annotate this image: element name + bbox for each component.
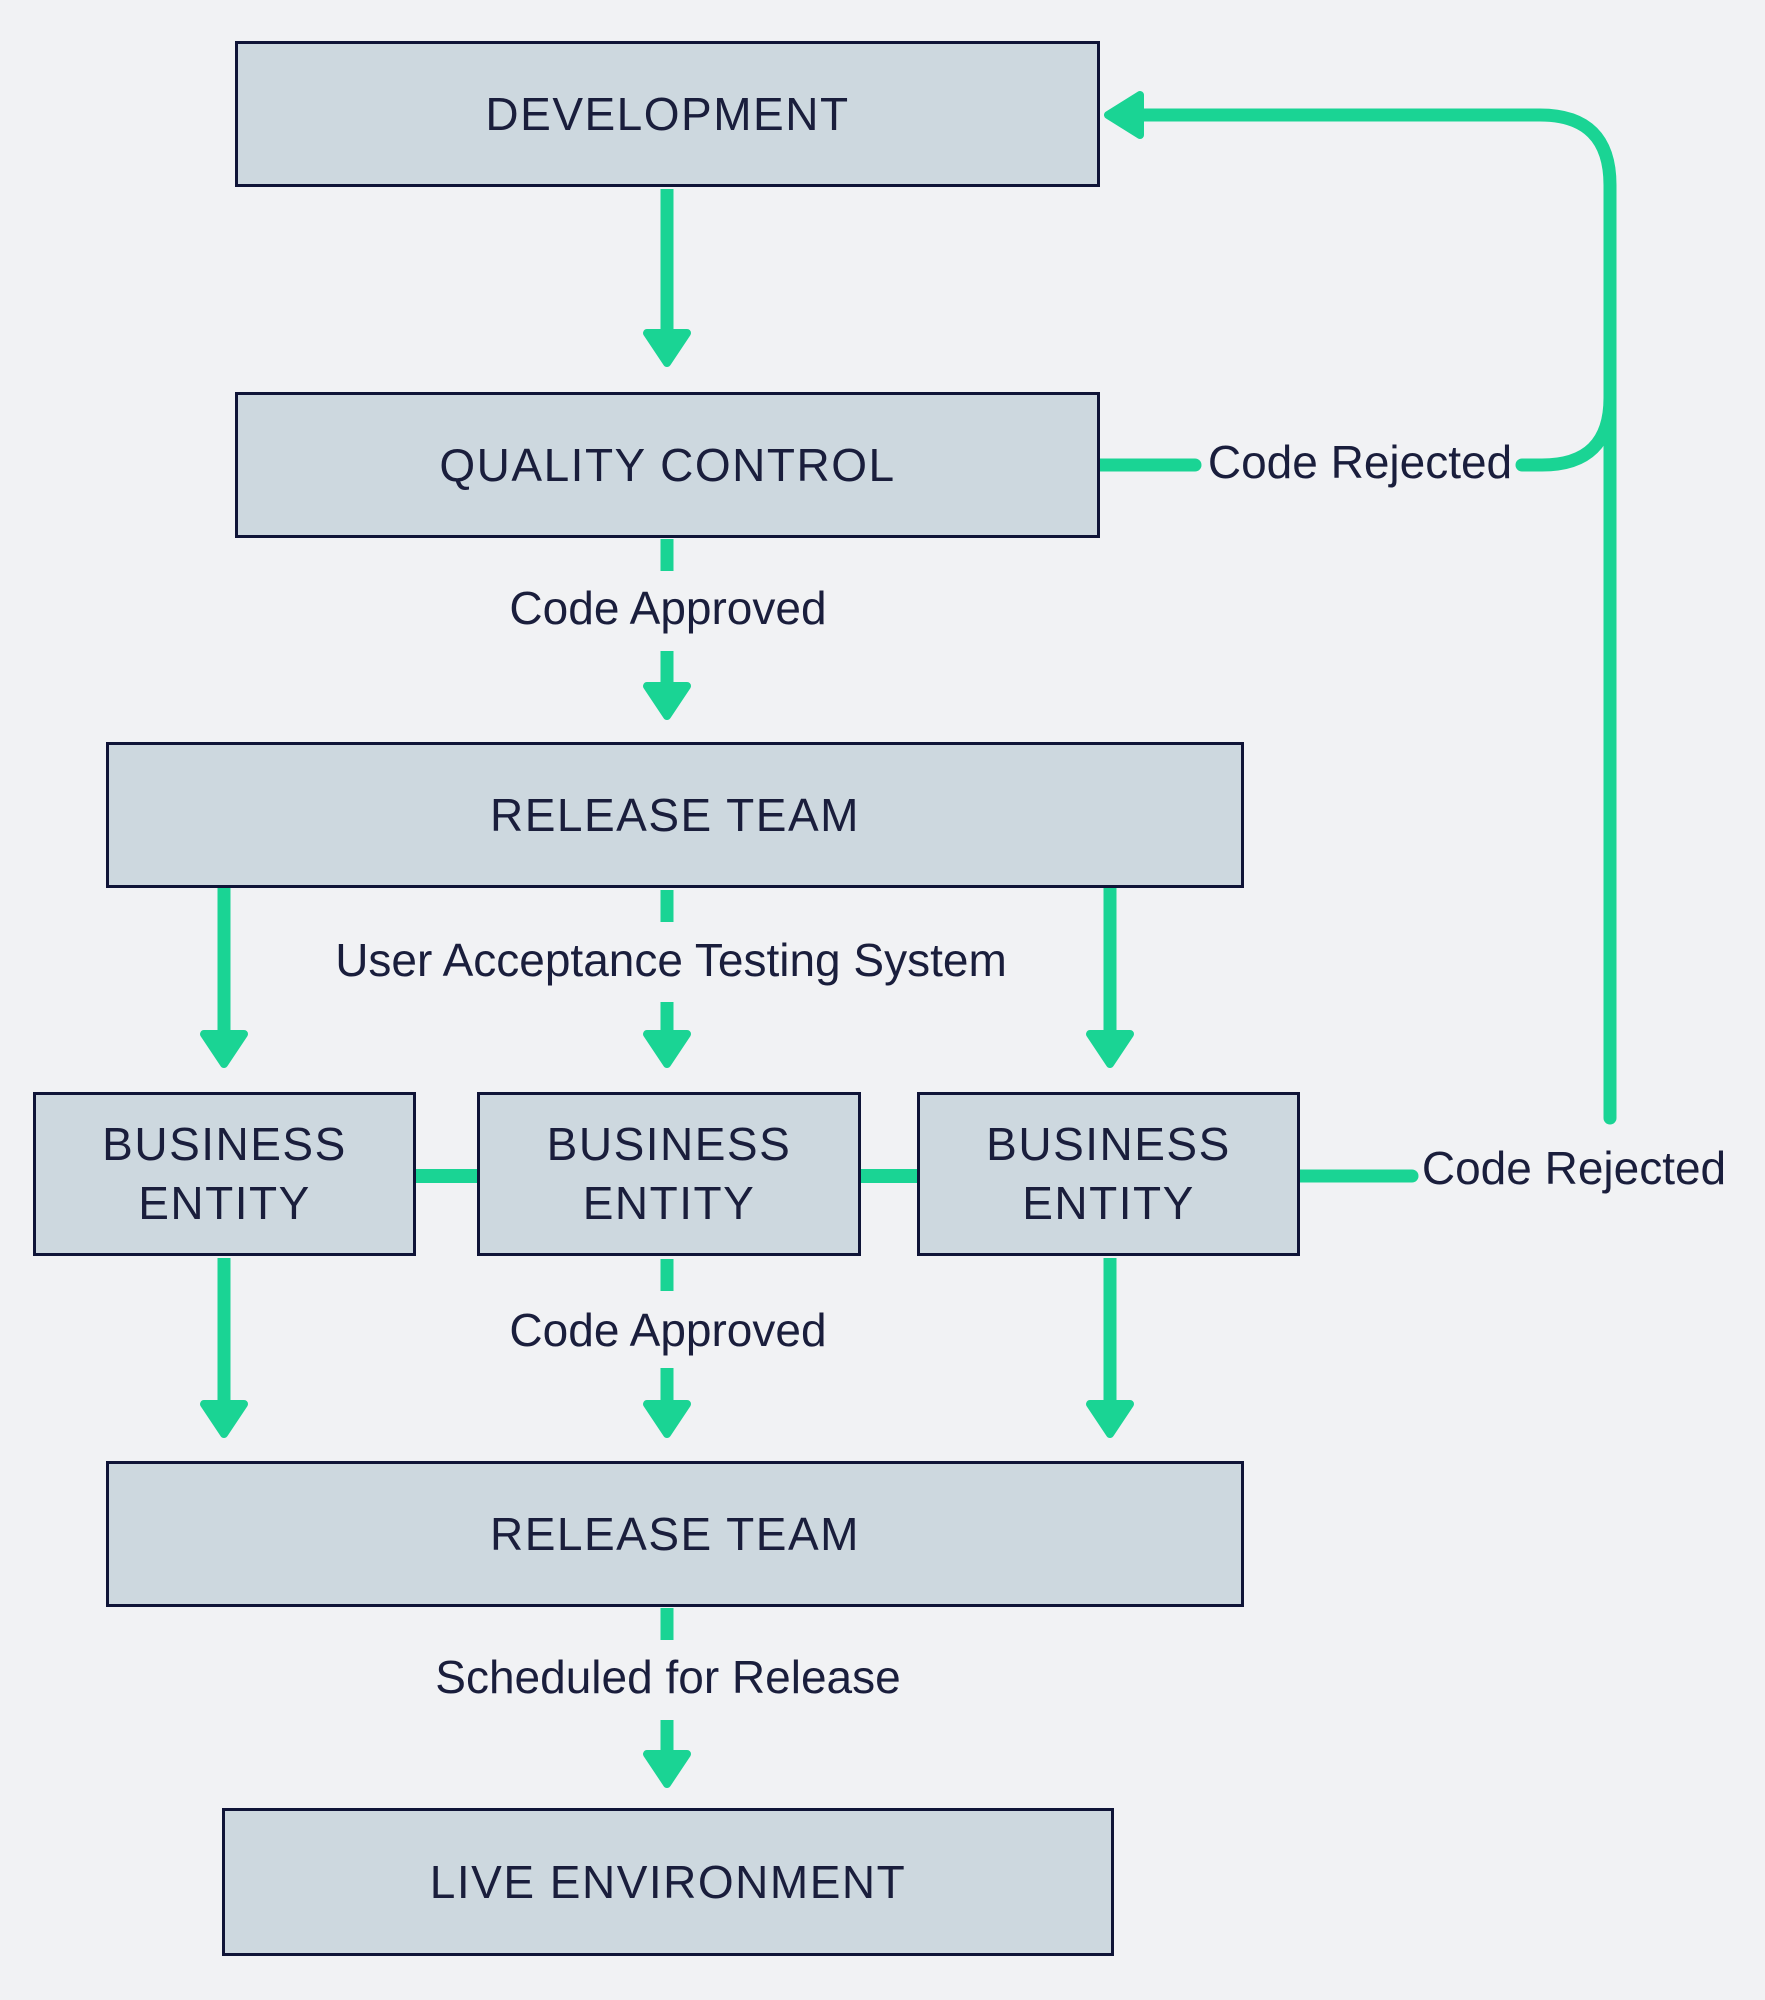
edge-label-code-rejected-top: Code Rejected <box>1207 436 1513 488</box>
edge-rejected-return-loop <box>1131 108 1617 1125</box>
edge-development-to-qc-arrowhead-icon <box>643 329 691 367</box>
node-release-team-bottom: RELEASE TEAM <box>106 1461 1244 1607</box>
edge-label-code-rejected-bottom: Code Rejected <box>1421 1142 1727 1194</box>
edge-code-rejected-to-loop-curve <box>1515 391 1617 472</box>
edge-label-code-approved-bottom: Code Approved <box>509 1304 827 1356</box>
edge-releaseteam-to-entity-middle-arrowhead-icon <box>643 1030 691 1068</box>
node-release-team-top: RELEASE TEAM <box>106 742 1244 888</box>
node-quality-control: QUALITY CONTROL <box>235 392 1100 538</box>
edge-rejected-return-arrowhead-icon <box>1104 91 1144 139</box>
edge-label-code-approved-top: Code Approved <box>509 582 827 634</box>
edge-entity-right-to-releaseteam2-arrowhead-icon <box>1086 1400 1134 1438</box>
node-business-entity-middle: BUSINESS ENTITY <box>477 1092 861 1256</box>
edge-releaseteam-to-entity-right-arrowhead-icon <box>1086 1030 1134 1068</box>
node-development: DEVELOPMENT <box>235 41 1100 187</box>
node-live-environment: LIVE ENVIRONMENT <box>222 1808 1114 1956</box>
edge-label-user-acceptance: User Acceptance Testing System <box>335 934 1007 986</box>
edge-entity-left-to-releaseteam2-arrowhead-icon <box>200 1400 248 1438</box>
edge-releaseteam2-to-live-arrowhead-icon <box>643 1750 691 1788</box>
edge-qc-to-releaseteam-arrowhead-icon <box>643 682 691 720</box>
edge-releaseteam-to-entity-left-arrowhead-icon <box>200 1030 248 1068</box>
node-business-entity-right: BUSINESS ENTITY <box>917 1092 1300 1256</box>
edge-entity-middle-to-releaseteam2-arrowhead-icon <box>643 1400 691 1438</box>
edge-label-scheduled-for-release: Scheduled for Release <box>435 1651 901 1703</box>
node-business-entity-left: BUSINESS ENTITY <box>33 1092 416 1256</box>
